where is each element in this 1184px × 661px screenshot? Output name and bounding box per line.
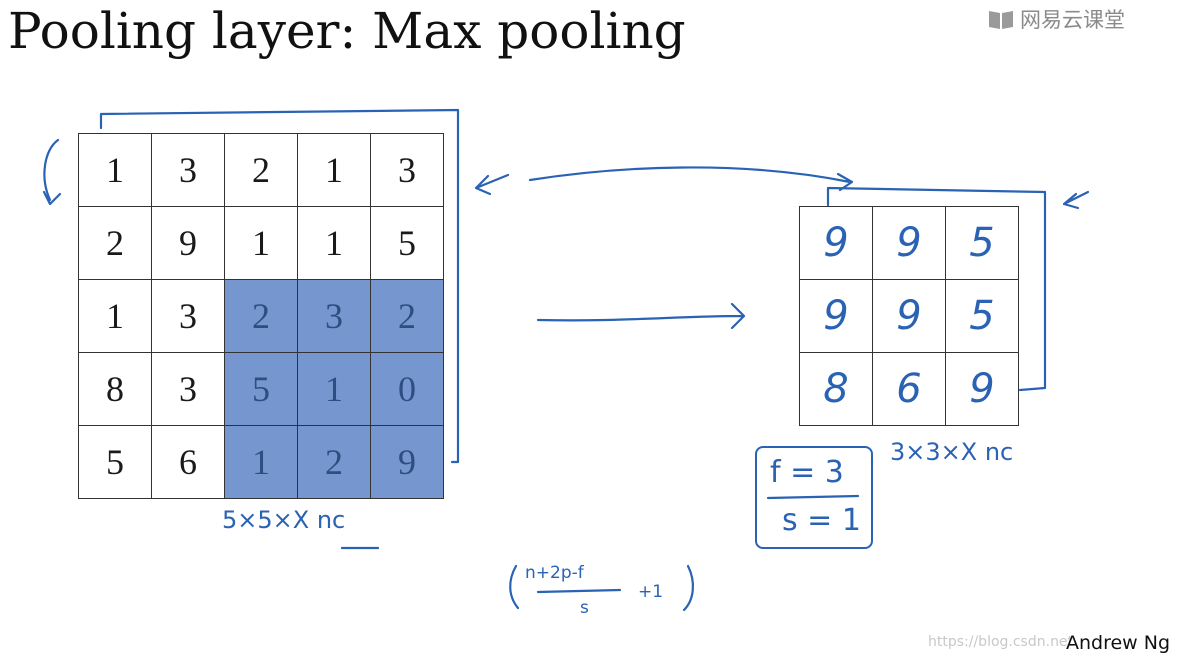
hyperparameter-box <box>755 446 873 549</box>
input-matrix: 1 3 2 1 3 2 9 1 1 5 1 3 2 3 2 8 <box>78 133 444 499</box>
formula-denominator: s <box>580 598 589 618</box>
matrix-cell-highlighted: 2 <box>297 425 371 499</box>
matrix-cell: 9 <box>872 279 946 353</box>
matrix-cell: 9 <box>799 279 873 353</box>
matrix-cell: 6 <box>151 425 225 499</box>
matrix-cell: 5 <box>945 206 1019 280</box>
arrow-middle <box>536 302 746 330</box>
arrow-top <box>528 166 854 192</box>
matrix-cell: 2 <box>78 206 152 280</box>
matrix-row: 5 6 1 2 9 <box>78 425 444 499</box>
matrix-cell: 8 <box>799 352 873 426</box>
formula-bracket-left <box>509 564 520 610</box>
brand-logo: 网易云课堂 <box>988 4 1125 34</box>
formula-bracket-right <box>682 564 694 612</box>
formula-tail: +1 <box>638 582 664 602</box>
filter-size: f = 3 <box>770 455 844 490</box>
matrix-row: 9 9 5 <box>799 279 1019 353</box>
matrix-row: 8 3 5 1 0 <box>78 352 444 426</box>
matrix-cell-highlighted: 3 <box>297 279 371 353</box>
matrix-row: 2 9 1 1 5 <box>78 206 444 280</box>
matrix-cell: 6 <box>872 352 946 426</box>
matrix-cell: 1 <box>224 206 298 280</box>
matrix-row: 1 3 2 1 3 <box>78 133 444 207</box>
channel-bracket-input <box>99 108 460 464</box>
matrix-cell: 5 <box>945 279 1019 353</box>
matrix-cell: 1 <box>297 133 371 207</box>
output-dimensions: 3×3×X nc <box>890 438 1014 466</box>
brand-name: 网易云课堂 <box>1020 8 1125 32</box>
formula-numerator: n+2p-f <box>525 563 584 583</box>
output-matrix: 9 9 5 9 9 5 8 6 9 <box>799 206 1019 426</box>
matrix-cell: 9 <box>799 206 873 280</box>
book-icon <box>989 11 1013 29</box>
matrix-cell: 1 <box>297 206 371 280</box>
author-credit: Andrew Ng <box>1066 632 1171 654</box>
matrix-cell: 3 <box>151 352 225 426</box>
matrix-cell: 9 <box>945 352 1019 426</box>
matrix-cell-highlighted: 2 <box>224 279 298 353</box>
matrix-cell-highlighted: 1 <box>297 352 371 426</box>
stride: s = 1 <box>782 503 861 538</box>
matrix-cell: 3 <box>151 279 225 353</box>
matrix-row: 8 6 9 <box>799 352 1019 426</box>
matrix-cell-highlighted: 9 <box>370 425 444 499</box>
matrix-cell: 3 <box>151 133 225 207</box>
matrix-cell: 3 <box>370 133 444 207</box>
channel-bracket-output <box>826 186 1047 392</box>
matrix-cell: 9 <box>872 206 946 280</box>
matrix-cell-highlighted: 5 <box>224 352 298 426</box>
arrow-to-bracket <box>474 173 510 196</box>
input-dimensions: 5×5×X nc <box>222 506 346 534</box>
formula-fraction-bar <box>536 588 622 594</box>
slide-title: Pooling layer: Max pooling <box>8 2 686 60</box>
curved-arrow-left <box>42 138 62 206</box>
watermark: https://blog.csdn.net <box>928 634 1074 650</box>
hyperparam-divider <box>766 494 860 500</box>
matrix-row: 9 9 5 <box>799 206 1019 280</box>
matrix-cell-highlighted: 1 <box>224 425 298 499</box>
arrow-output-right <box>1062 190 1090 210</box>
